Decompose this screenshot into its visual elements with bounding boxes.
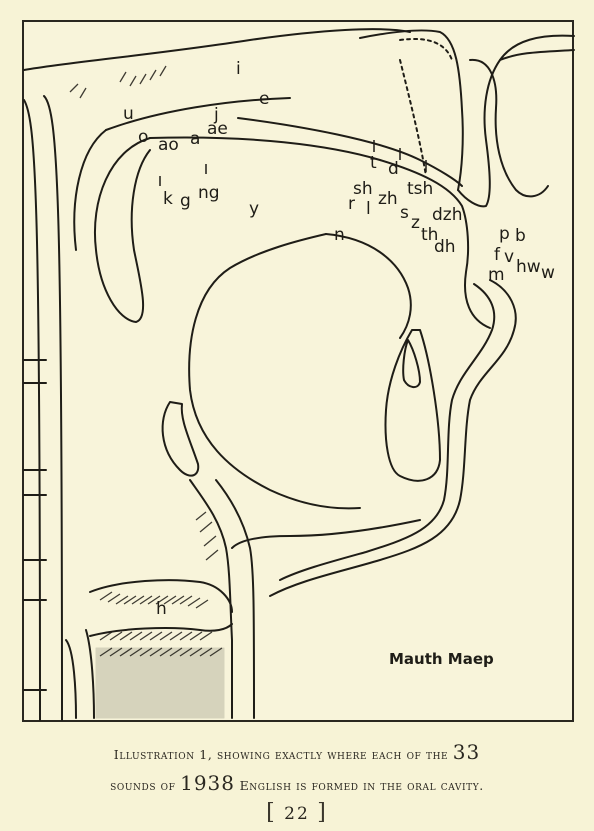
page-number: [ 22 ] [0, 800, 594, 825]
label-m: m [488, 265, 505, 285]
label-w: w [541, 263, 555, 283]
right-bracket-icon: ] [317, 800, 328, 825]
caption-line-1: Illustration 1, showing exactly where ea… [24, 738, 570, 769]
label-r: r [348, 194, 355, 214]
label-p: p [499, 224, 510, 244]
caption-line-1-text: Illustration 1, showing exactly where ea… [114, 747, 448, 762]
label-v: v [504, 247, 514, 267]
label-u: u [123, 104, 134, 124]
label-sh: sh [353, 179, 373, 199]
label-n: n [334, 225, 345, 245]
caption-line-2: sounds of 1938 English is formed in the … [24, 769, 570, 800]
label-hw: hw [516, 257, 541, 277]
caption-line-2-pre: sounds of [110, 778, 175, 793]
left-bracket-icon: [ [266, 800, 277, 825]
label-ae: ae [207, 119, 228, 139]
label-z: z [411, 213, 420, 233]
label-g: g [180, 191, 191, 211]
label-t: t [370, 153, 377, 173]
page-number-value: 22 [284, 804, 310, 824]
label-h: h [156, 599, 167, 619]
label-i: i [236, 59, 241, 79]
label-zh: zh [378, 189, 398, 209]
label-e: e [259, 89, 269, 109]
label-ao: ao [158, 135, 179, 155]
label-a: a [190, 129, 200, 149]
caption-year: 1938 [180, 771, 235, 795]
label-f: f [494, 245, 501, 265]
figure-caption: Illustration 1, showing exactly where ea… [24, 738, 570, 800]
label-y: y [249, 199, 259, 219]
spine-outline [24, 100, 40, 720]
label-d: d [388, 159, 399, 179]
label-dh: dh [434, 237, 456, 257]
caption-line-2-post: English is formed in the oral cavity. [240, 778, 484, 793]
label-l: l [366, 199, 371, 219]
label-o: o [138, 127, 148, 147]
caption-sound-count: 33 [453, 740, 480, 764]
label-s: s [400, 203, 409, 223]
label-dzh: dzh [432, 205, 463, 225]
label-tsh: tsh [407, 179, 433, 199]
label-k: k [163, 189, 173, 209]
label-ng: ng [198, 183, 220, 203]
map-title: Mauth Maep [389, 650, 494, 668]
label-b: b [515, 226, 526, 246]
